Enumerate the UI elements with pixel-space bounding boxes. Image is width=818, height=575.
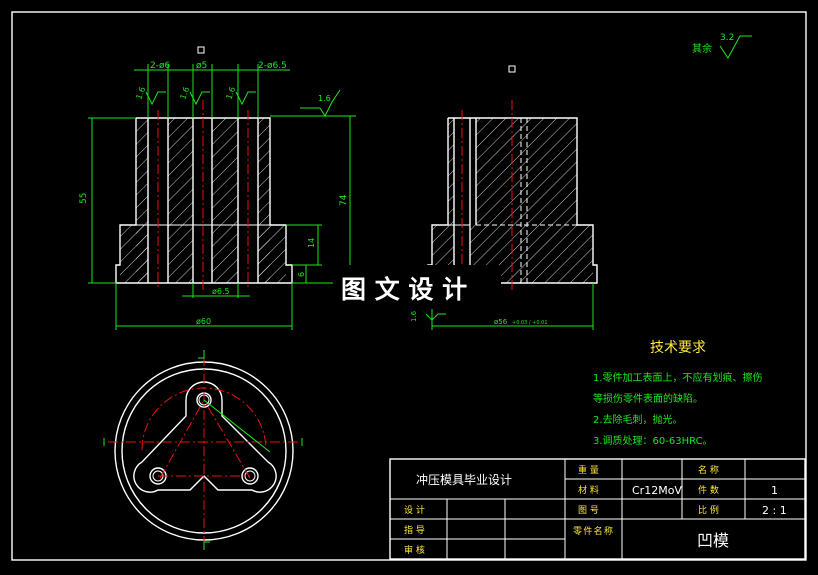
dim-d60: ø60 bbox=[196, 317, 211, 326]
tb-count: 1 bbox=[771, 484, 778, 497]
roughness-4: 1.6 bbox=[318, 94, 331, 103]
top-view bbox=[103, 350, 303, 550]
dim-d56-tol: +0.03 / +0.01 bbox=[512, 320, 548, 326]
roughness-3: 1.6 bbox=[224, 86, 237, 101]
dim-55: 55 bbox=[79, 193, 89, 204]
tb-drawing-no-label: 图 号 bbox=[578, 505, 599, 516]
dim-d56: ø56 bbox=[494, 318, 508, 326]
tb-weight-label: 重 量 bbox=[578, 464, 599, 476]
watermark: 图 文 设 计 bbox=[341, 275, 467, 304]
drawing-border bbox=[11, 11, 807, 561]
title-block: 冲压模具毕业设计 重 量 材 料 Cr12MoV 图 号 名 称 件 数 1 比… bbox=[389, 458, 806, 560]
dim-d6-5-bottom: ø6.5 bbox=[212, 287, 230, 296]
dim-74: 74 bbox=[339, 194, 349, 206]
roughness-1: 1.6 bbox=[134, 86, 147, 101]
tech-line-1: 1.零件加工表面上，不应有划痕、擦伤 bbox=[593, 371, 763, 384]
roughness-general: 其余 3.2 bbox=[692, 33, 752, 59]
roughness-2: 1.6 bbox=[178, 86, 191, 101]
roughness-rest-value: 3.2 bbox=[720, 33, 734, 43]
dim-2-d6: 2-ø6 bbox=[150, 61, 170, 71]
tb-part-name: 凹模 bbox=[697, 531, 729, 550]
roughness-5: 1.6 bbox=[410, 310, 418, 322]
tb-name-label: 名 称 bbox=[698, 464, 719, 476]
dim-2-d6-5: 2-ø6.5 bbox=[258, 61, 287, 71]
watermark-bg bbox=[333, 265, 501, 309]
tb-material: Cr12MoV bbox=[632, 484, 682, 497]
dim-6: 6 bbox=[297, 272, 306, 277]
tb-scale-label: 比 例 bbox=[698, 504, 719, 516]
tech-title: 技术要求 bbox=[650, 340, 706, 356]
tb-project: 冲压模具毕业设计 bbox=[416, 472, 512, 487]
tech-requirements: 技术要求 1.零件加工表面上，不应有划痕、擦伤 等损伤零件表面的缺陷。 2.去除… bbox=[593, 340, 763, 447]
tech-line-3: 2.去除毛刺，抛光。 bbox=[593, 413, 683, 426]
tb-design-label: 设 计 bbox=[404, 504, 425, 516]
tb-count-label: 件 数 bbox=[698, 484, 719, 496]
roughness-rest-label: 其余 bbox=[692, 42, 712, 55]
tb-review-label: 审 核 bbox=[404, 544, 425, 556]
tb-scale: 2 : 1 bbox=[762, 504, 787, 517]
tb-part-name-label: 零件名称 bbox=[573, 525, 613, 537]
tech-line-2: 等损伤零件表面的缺陷。 bbox=[593, 392, 703, 405]
section-view: ø56 +0.03 / +0.01 1.6 bbox=[410, 65, 598, 330]
dim-14: 14 bbox=[307, 238, 316, 248]
front-view: 2-ø6 ø5 2-ø6.5 1.6 1.6 1.6 1.6 55 74 14 … bbox=[79, 46, 356, 330]
tb-material-label: 材 料 bbox=[578, 484, 599, 496]
tech-line-4: 3.调质处理：60-63HRC。 bbox=[593, 435, 713, 447]
tb-guide-label: 指 导 bbox=[404, 524, 425, 536]
dim-d5: ø5 bbox=[196, 61, 207, 71]
